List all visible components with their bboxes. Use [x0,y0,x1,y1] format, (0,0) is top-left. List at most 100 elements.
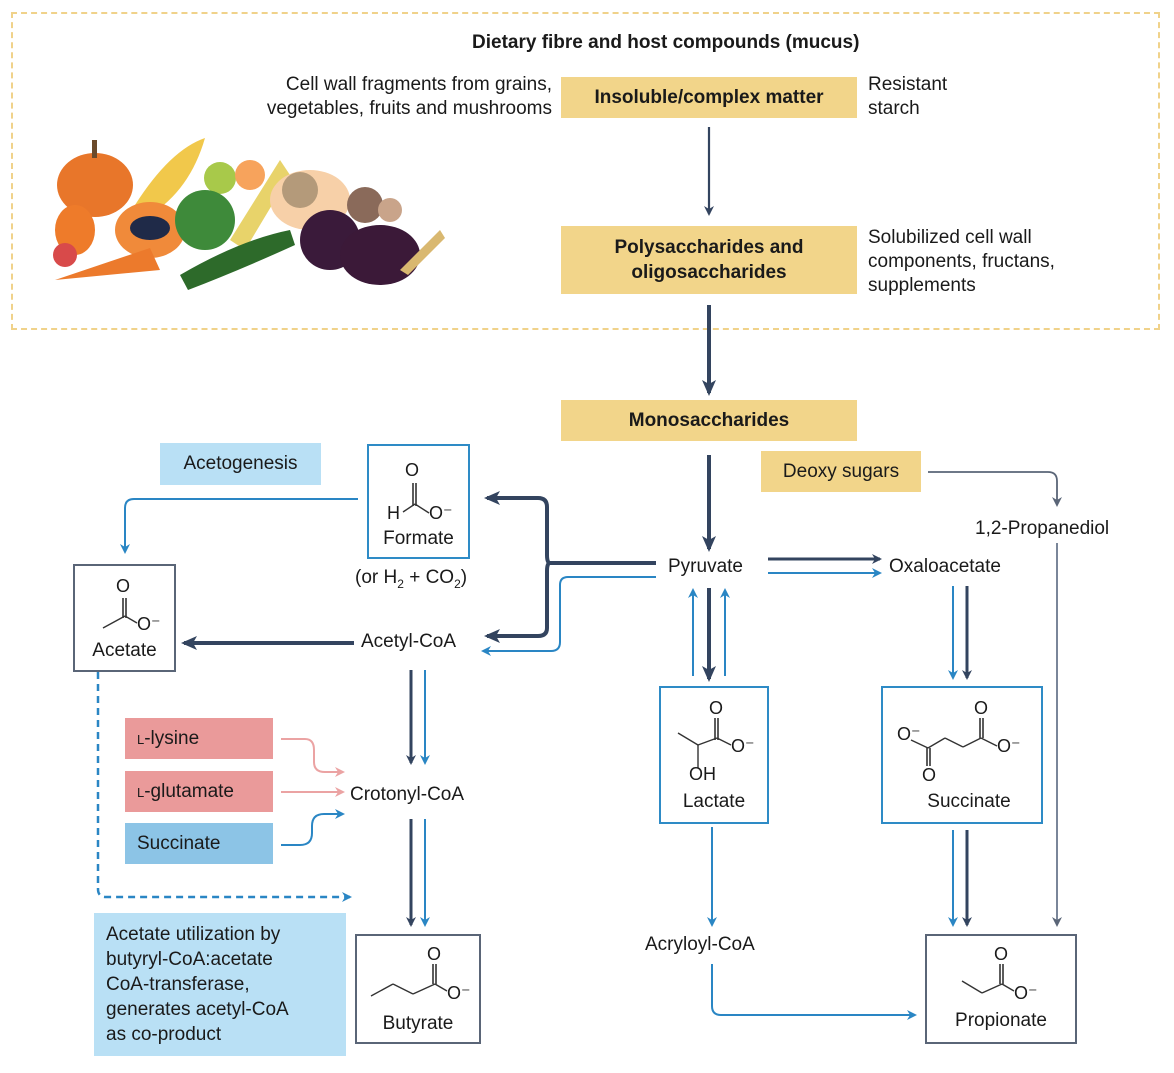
arrow-pyruvate-to-acetyl-coa-dark [484,561,551,643]
acetate-util-line3: CoA-transferase, [106,974,250,995]
succinate-atom-o-bottom: O [922,765,937,785]
solubilized-line1: Solubilized cell wall [868,227,1032,248]
formate-atom-o-top: O [405,460,420,480]
acetate-util-line4: generates acetyl-CoA [106,999,289,1020]
orange-icon [235,160,265,190]
sources-note-line1: Cell wall fragments from grains, [285,74,552,95]
lysine-label: -lysine [144,727,200,749]
propionate-molecule-box: O O⁻ Propionate [925,934,1077,1044]
mushroom-icon [347,187,383,223]
sources-note-line2: vegetables, fruits and mushrooms [266,98,552,119]
formate-structure-icon [402,483,430,514]
succinate-structure-icon [910,718,998,766]
succinate-atom-o-top: O [974,698,989,718]
arrow-pyruvate-to-acetyl-coa-blue [481,576,656,656]
acetate-util-line1: Acetate utilization by [106,924,281,945]
pumpkin-icon [57,153,133,217]
formate-atom-h: H [387,503,400,523]
insoluble-matter-label: Insoluble/complex matter [594,87,824,108]
resistant-starch-line1: Resistant [868,74,948,95]
acetate-utilization-note: Acetate utilization by butyryl-CoA:aceta… [94,913,346,1056]
acetate-util-line2: butyryl-CoA:acetate [106,949,273,970]
formate-label: Formate [383,528,454,549]
glutamate-input-box: l-glutamate [125,771,273,812]
arrow-lysine-to-crotonyl [281,738,345,777]
propionate-atom-o-minus: O⁻ [1014,983,1038,1003]
arrow-acetogenesis [120,498,358,554]
acetogenesis-box: Acetogenesis [160,443,321,485]
butyrate-atom-o-top: O [427,944,442,964]
diagram-title: Dietary fibre and host compounds (mucus) [472,32,860,53]
dietary-fibre-frame [11,12,1160,330]
arrow-pyruvate-to-formate [484,491,656,565]
lactate-molecule-box: O O⁻ OH Lactate [659,686,769,824]
polysaccharides-line2: oligosaccharides [631,262,787,283]
formate-alternative-note: (or H2 + CO2) [355,567,468,591]
arrow-deoxy-to-propanediol [928,471,1062,507]
propionate-atom-o-top: O [994,944,1009,964]
formate-atom-o-minus: O⁻ [429,503,453,523]
butyrate-label: Butyrate [382,1013,454,1034]
propionate-label: Propionate [955,1010,1047,1031]
food-illustration [53,138,445,290]
butyrate-molecule-box: O O⁻ Butyrate [355,934,481,1044]
lysine-prefix: l [137,727,145,749]
lactate-structure-icon [677,718,732,768]
acetyl-coa-node: Acetyl-CoA [361,631,457,652]
sources-note: Cell wall fragments from grains, vegetab… [190,73,552,121]
lactate-label: Lactate [682,791,746,812]
solubilized-line3: supplements [868,275,976,296]
wheat-icon [400,230,445,275]
onion-icon [282,172,318,208]
broccoli-icon [175,190,235,250]
succinate-atom-o-right: O⁻ [997,736,1021,756]
butyrate-structure-icon [370,964,448,997]
acryloyl-coa-node: Acryloyl-CoA [645,934,755,955]
acetate-molecule-box: O O⁻ Acetate [73,564,176,672]
glutamate-prefix: l [137,780,145,802]
lactate-atom-o-minus: O⁻ [731,736,755,756]
succinate-molecule-box: O⁻ O O O⁻ Succinate [881,686,1043,824]
monosaccharides-box: Monosaccharides [561,400,857,441]
acetate-atom-o-top: O [116,576,131,596]
resistant-starch-note: Resistant starch [868,73,947,121]
lactate-atom-o-top: O [709,698,724,718]
lactate-atom-oh: OH [689,764,716,784]
corn-icon [230,160,290,250]
acetate-label: Acetate [92,640,157,661]
butyrate-atom-o-minus: O⁻ [447,983,471,1003]
deoxy-sugars-box: Deoxy sugars [761,451,921,492]
lysine-input-box: l-lysine [125,718,273,759]
insoluble-matter-box: Insoluble/complex matter [561,77,857,118]
succinate-atom-o-left: O⁻ [897,724,921,744]
acetate-structure-icon [102,598,138,629]
propanediol-node: 1,2-Propanediol [975,518,1110,539]
crotonyl-coa-node: Crotonyl-CoA [350,784,465,805]
oxaloacetate-node: Oxaloacetate [889,556,1001,577]
banana-icon [135,138,205,215]
pyruvate-node: Pyruvate [668,556,743,577]
arrow-succinate-to-crotonyl [281,809,345,846]
succinate-input-box: Succinate [125,823,273,864]
succinate-label: Succinate [927,791,1011,812]
acetogenesis-label: Acetogenesis [183,453,298,474]
acetate-atom-o-minus: O⁻ [137,614,161,634]
acetate-util-line5: as co-product [106,1024,222,1045]
solubilized-note: Solubilized cell wall components, fructa… [868,226,1055,298]
arrow-acryloyl-to-propionate [711,964,917,1020]
arrow-acetate-utilization-dashed [96,672,352,902]
zucchini-icon [180,230,295,290]
glutamate-label: -glutamate [144,780,235,802]
formate-molecule-box: O H O⁻ Formate [367,444,470,559]
deoxy-sugars-label: Deoxy sugars [782,460,900,482]
succinate-input-label: Succinate [137,832,221,854]
monosaccharides-label: Monosaccharides [628,410,790,431]
polysaccharides-line1: Polysaccharides and [614,237,804,258]
apple-icon [204,162,236,194]
tomato-icon [53,243,77,267]
pepper-icon [55,205,95,255]
polysaccharides-box: Polysaccharides and oligosaccharides [561,226,857,294]
solubilized-line2: components, fructans, [868,251,1055,272]
carrot-icon [55,248,160,280]
